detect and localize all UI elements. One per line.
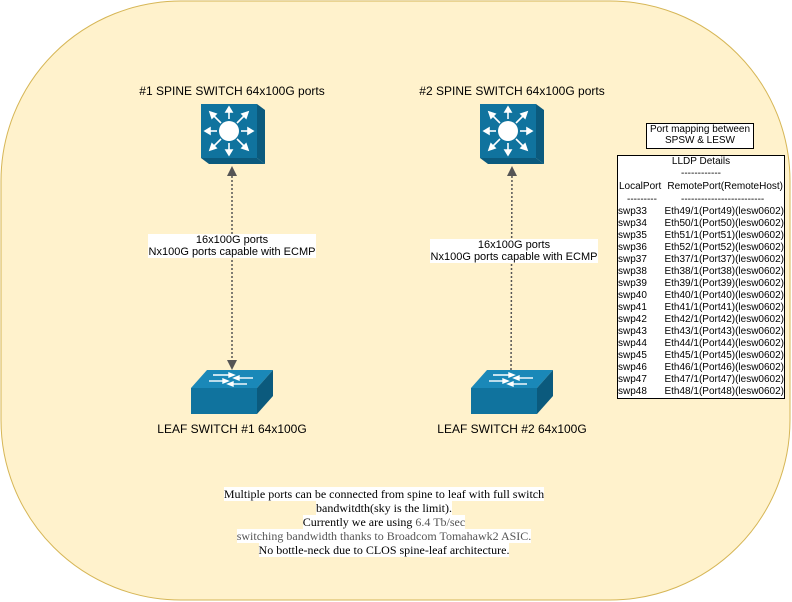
leaf2-title: LEAF SWITCH #2 64x100G	[437, 422, 587, 436]
lldp-col-remote: RemotePort(RemoteHost)	[667, 181, 783, 192]
lldp-row: swp48 Eth48/1(Port48)(lesw0602)	[618, 386, 784, 398]
lldp-row: swp44 Eth44/1(Port44)(lesw0602)	[618, 338, 784, 350]
lldp-remote-port: Eth47/1(Port47)(lesw0602)	[664, 374, 784, 385]
leaf1-title: LEAF SWITCH #1 64x100G	[157, 422, 307, 436]
note-line2: bandwitdth(sky is the limit).	[316, 501, 452, 515]
lldp-local-port: swp36	[618, 242, 647, 253]
port-mapping-title-box: Port mapping between SPSW & LESW	[646, 123, 754, 149]
lldp-row: swp33 Eth49/1(Port49)(lesw0602)	[618, 206, 784, 218]
lldp-row: swp40 Eth40/1(Port40)(lesw0602)	[618, 290, 784, 302]
lldp-row: swp34 Eth50/1(Port50)(lesw0602)	[618, 218, 784, 230]
lldp-local-port: swp33	[618, 206, 647, 217]
link1-label-line1: 16x100G ports	[195, 234, 269, 246]
lldp-row: swp45 Eth45/1(Port45)(lesw0602)	[618, 350, 784, 362]
lldp-remote-port: Eth52/1(Port52)(lesw0602)	[664, 242, 784, 253]
lldp-local-port: swp47	[618, 374, 647, 385]
note-line1: Multiple ports can be connected from spi…	[223, 487, 545, 501]
lldp-row: swp39 Eth39/1(Port39)(lesw0602)	[618, 278, 784, 290]
lldp-remote-port: Eth37/1(Port37)(lesw0602)	[664, 254, 784, 265]
link1-label: 16x100G ports Nx100G ports capable with …	[148, 234, 316, 258]
lldp-local-port: swp34	[618, 218, 647, 229]
link1-label-line2: Nx100G ports capable with ECMP	[148, 246, 316, 258]
lldp-remote-port: Eth40/1(Port40)(lesw0602)	[664, 290, 784, 301]
lldp-row: swp46 Eth46/1(Port46)(lesw0602)	[618, 362, 784, 374]
port-mapping-line1: Port mapping between	[649, 124, 751, 135]
lldp-row: swp37 Eth37/1(Port37)(lesw0602)	[618, 254, 784, 266]
lldp-local-port: swp43	[618, 326, 647, 337]
lldp-row: swp38 Eth38/1(Port38)(lesw0602)	[618, 266, 784, 278]
link2-label-line1: 16x100G ports	[477, 239, 551, 251]
layer3-switch-icon[interactable]	[480, 104, 544, 164]
lldp-remote-port: Eth50/1(Port50)(lesw0602)	[664, 218, 784, 229]
lldp-remote-port: Eth48/1(Port48)(lesw0602)	[664, 386, 784, 397]
lldp-local-port: swp46	[618, 362, 647, 373]
spine2-title: #2 SPINE SWITCH 64x100G ports	[419, 84, 605, 98]
lldp-remote-port: Eth49/1(Port49)(lesw0602)	[664, 206, 784, 217]
lldp-remote-port: Eth43/1(Port43)(lesw0602)	[664, 326, 784, 337]
lldp-local-port: swp40	[618, 290, 647, 301]
port-mapping-line2: SPSW & LESW	[664, 135, 735, 146]
note-line3a: Currently we are using	[302, 515, 416, 529]
note-line4: switching bandwidth thanks to Broadcom T…	[236, 529, 532, 543]
lldp-col-local: LocalPort	[619, 181, 662, 192]
lldp-local-port: swp41	[618, 302, 647, 313]
lldp-row: swp35 Eth51/1(Port51)(lesw0602)	[618, 230, 784, 242]
lldp-header-row: LocalPort RemotePort(RemoteHost)	[618, 181, 784, 193]
lldp-local-port: swp48	[618, 386, 647, 397]
lldp-details-table: LLDP Details ------------ LocalPort Remo…	[617, 155, 785, 399]
lldp-remote-port: Eth42/1(Port42)(lesw0602)	[664, 314, 784, 325]
lldp-local-port: swp42	[618, 314, 647, 325]
lldp-title-separator: ------------	[681, 168, 721, 179]
lldp-local-port: swp38	[618, 266, 647, 277]
lldp-row: swp42 Eth42/1(Port42)(lesw0602)	[618, 314, 784, 326]
switch-icon[interactable]	[191, 370, 273, 414]
lldp-row: swp36 Eth52/1(Port52)(lesw0602)	[618, 242, 784, 254]
spine1-title: #1 SPINE SWITCH 64x100G ports	[139, 84, 325, 98]
lldp-header-separator: --------- -------------------------	[618, 194, 784, 206]
lldp-local-port: swp35	[618, 230, 647, 241]
lldp-remote-port: Eth51/1(Port51)(lesw0602)	[664, 230, 784, 241]
lldp-local-port: swp37	[618, 254, 647, 265]
lldp-sep-local: ---------	[627, 194, 657, 205]
lldp-row: swp43 Eth43/1(Port43)(lesw0602)	[618, 326, 784, 338]
arrow-head-icon	[507, 166, 517, 176]
lldp-title: LLDP Details	[671, 156, 731, 167]
lldp-local-port: swp39	[618, 278, 647, 289]
lldp-row: swp47 Eth47/1(Port47)(lesw0602)	[618, 374, 784, 386]
lldp-remote-port: Eth46/1(Port46)(lesw0602)	[664, 362, 784, 373]
architecture-note: Multiple ports can be connected from spi…	[214, 487, 554, 557]
note-line3b: 6.4 Tb/sec	[415, 515, 466, 529]
lldp-remote-port: Eth39/1(Port39)(lesw0602)	[664, 278, 784, 289]
link2-label-line2: Nx100G ports capable with ECMP	[430, 251, 598, 263]
lldp-remote-port: Eth38/1(Port38)(lesw0602)	[664, 266, 784, 277]
layer3-switch-icon[interactable]	[201, 104, 265, 164]
lldp-remote-port: Eth45/1(Port45)(lesw0602)	[664, 350, 784, 361]
switch-icon[interactable]	[471, 370, 553, 414]
arrow-head-icon	[227, 360, 237, 370]
link-spine2-leaf2	[510, 171, 513, 373]
arrow-head-icon	[227, 166, 237, 176]
lldp-remote-port: Eth41/1(Port41)(lesw0602)	[664, 302, 784, 313]
lldp-rows: swp33 Eth49/1(Port49)(lesw0602) swp34 Eth50…	[618, 206, 784, 398]
lldp-local-port: swp45	[618, 350, 647, 361]
lldp-local-port: swp44	[618, 338, 647, 349]
lldp-row: swp41 Eth41/1(Port41)(lesw0602)	[618, 302, 784, 314]
lldp-remote-port: Eth44/1(Port44)(lesw0602)	[664, 338, 784, 349]
note-line5: No bottle-neck due to CLOS spine-leaf ar…	[258, 543, 510, 557]
lldp-sep-remote: -------------------------	[681, 194, 765, 205]
link2-label: 16x100G ports Nx100G ports capable with …	[430, 239, 598, 263]
